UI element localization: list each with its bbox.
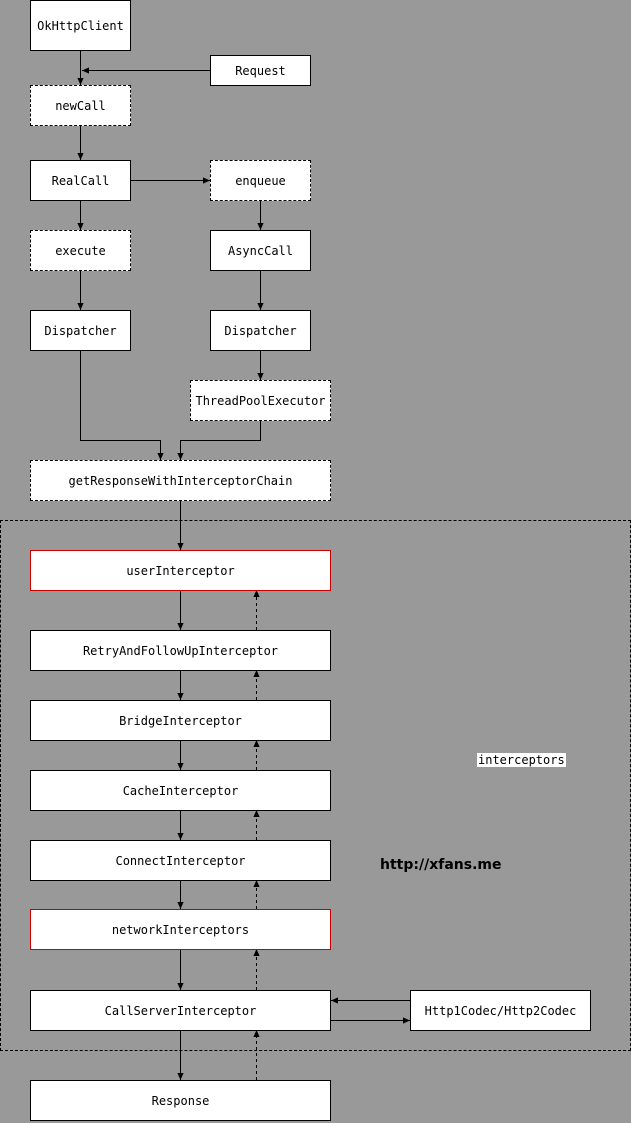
node-dispatcher-async: Dispatcher <box>210 310 311 351</box>
node-bridgeinterceptor: BridgeInterceptor <box>30 700 331 741</box>
node-newcall: newCall <box>30 85 131 126</box>
node-threadpoolexecutor: ThreadPoolExecutor <box>190 380 331 421</box>
node-callserverinterceptor: CallServerInterceptor <box>30 990 331 1031</box>
node-okhttpclient: OkHttpClient <box>30 0 131 51</box>
node-request: Request <box>210 55 311 86</box>
node-realcall: RealCall <box>30 160 131 201</box>
edge-dispatcher-getresponse <box>80 350 164 460</box>
node-connectinterceptor: ConnectInterceptor <box>30 840 331 881</box>
node-response: Response <box>30 1080 331 1121</box>
watermark-url: http://xfans.me <box>380 857 502 873</box>
node-asynccall: AsyncCall <box>210 230 311 271</box>
edge-threadpool-getresponse <box>177 420 261 460</box>
node-cacheinterceptor: CacheInterceptor <box>30 770 331 811</box>
node-execute: execute <box>30 230 131 271</box>
interceptors-region-label: interceptors <box>477 753 566 767</box>
node-retryinterceptor: RetryAndFollowUpInterceptor <box>30 630 331 671</box>
node-dispatcher-sync: Dispatcher <box>30 310 131 351</box>
node-getresponse: getResponseWithInterceptorChain <box>30 460 331 501</box>
node-userinterceptor: userInterceptor <box>30 550 331 591</box>
node-enqueue: enqueue <box>210 160 311 201</box>
node-codec: Http1Codec/Http2Codec <box>410 990 591 1031</box>
node-networkinterceptors: networkInterceptors <box>30 909 331 950</box>
